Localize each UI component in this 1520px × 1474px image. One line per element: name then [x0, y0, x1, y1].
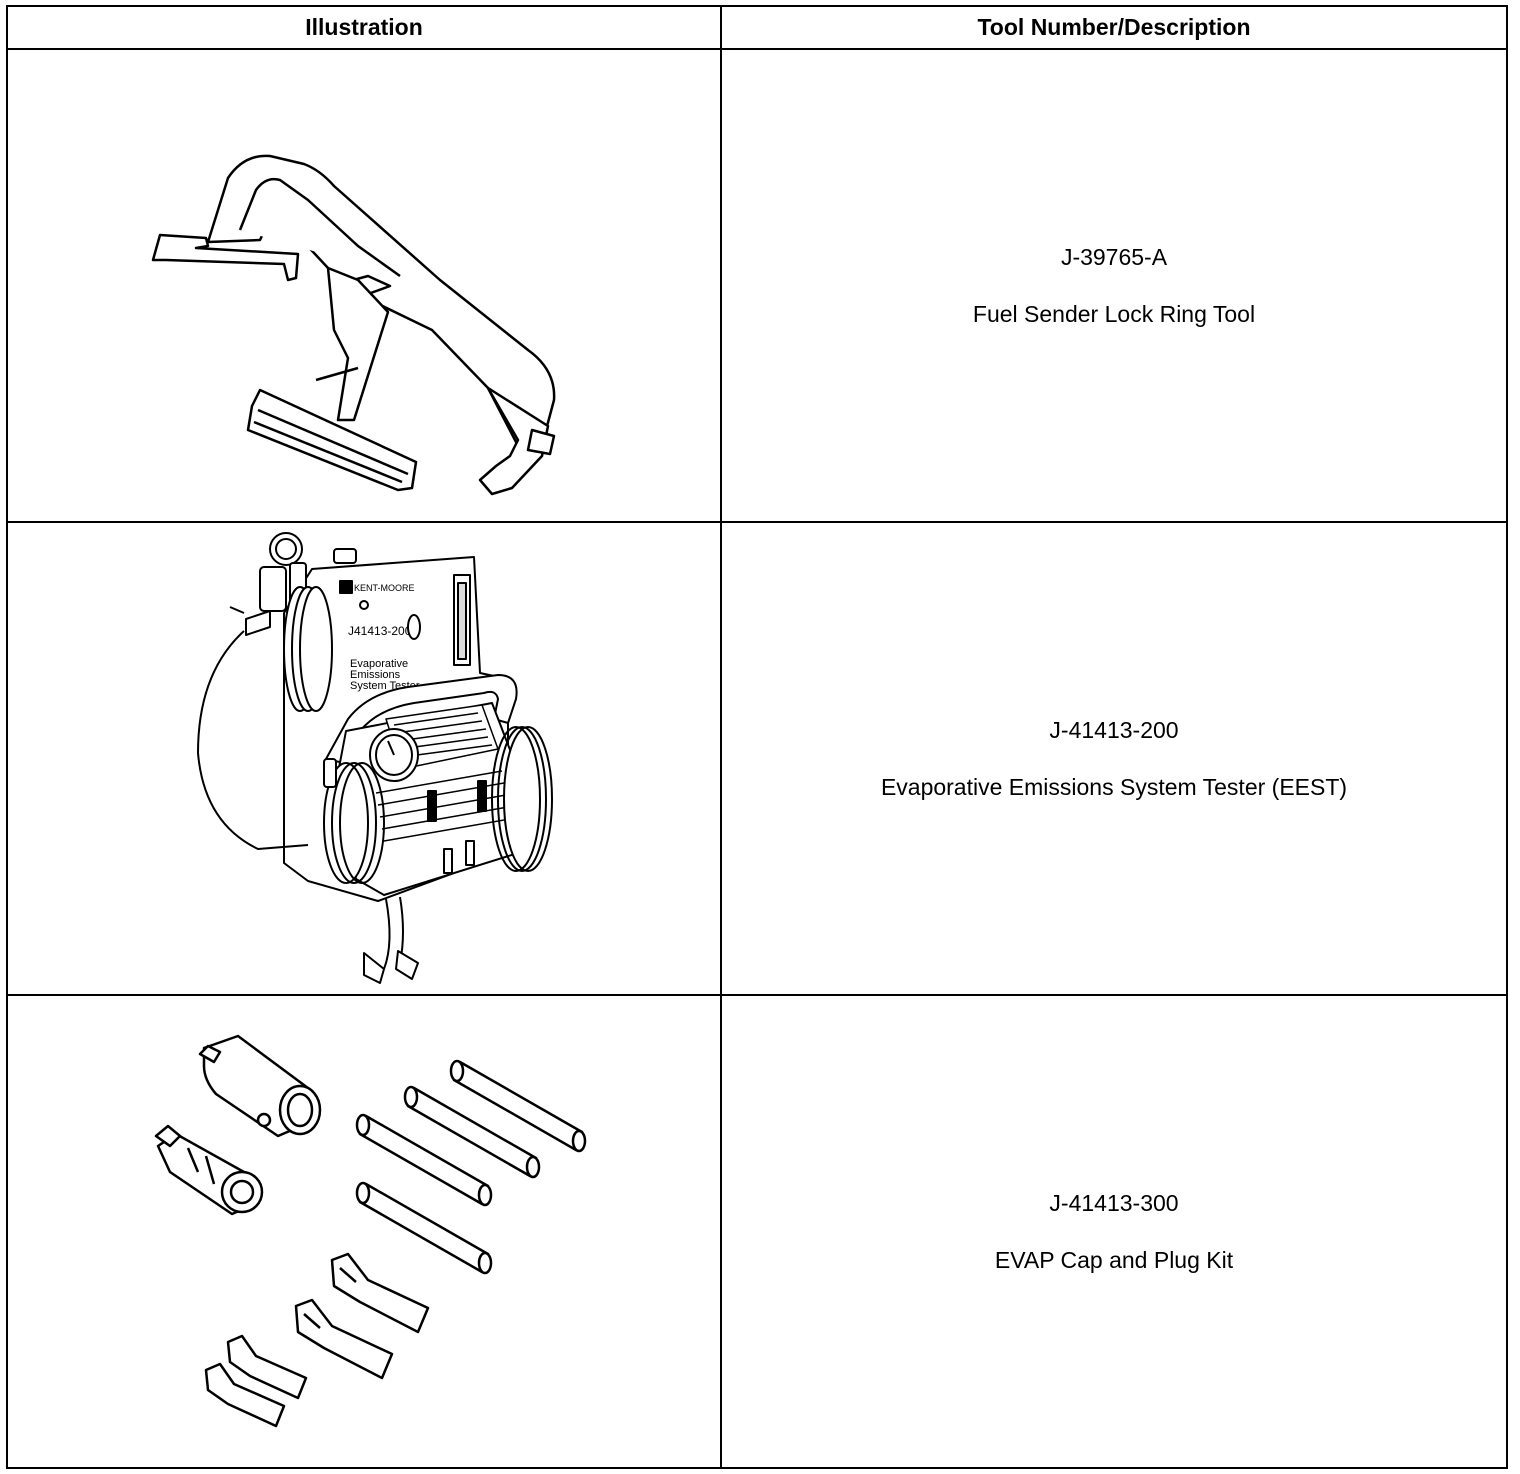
- description-cell: J-41413-200 Evaporative Emissions System…: [720, 521, 1508, 996]
- tool-table-sheet: Illustration Tool Number/Description: [6, 5, 1508, 1469]
- cap-plug-kit-icon: [8, 996, 722, 1467]
- tool-description: Fuel Sender Lock Ring Tool: [972, 300, 1256, 327]
- lock-ring-tool-icon: [8, 50, 722, 521]
- evap-tester-icon: KENT-MOORE J41413-200 Evaporative Emissi…: [8, 523, 722, 994]
- table-row: J-41413-300 EVAP Cap and Plug Kit: [6, 994, 1508, 1469]
- model-label: J41413-200: [348, 624, 412, 638]
- tool-column-header: Tool Number/Description: [720, 5, 1508, 50]
- special-tools-table: Illustration Tool Number/Description: [6, 5, 1508, 1469]
- tool-description: EVAP Cap and Plug Kit: [994, 1246, 1234, 1273]
- description-cell: J-39765-A Fuel Sender Lock Ring Tool: [720, 48, 1508, 523]
- table-row: KENT-MOORE J41413-200 Evaporative Emissi…: [6, 521, 1508, 996]
- description-cell: J-41413-300 EVAP Cap and Plug Kit: [720, 994, 1508, 1469]
- table-row: J-39765-A Fuel Sender Lock Ring Tool: [6, 48, 1508, 523]
- device-label-line2: Emissions: [350, 669, 401, 681]
- illustration-cell: [6, 48, 722, 523]
- illustration-cell: [6, 994, 722, 1469]
- illustration-cell: KENT-MOORE J41413-200 Evaporative Emissi…: [6, 521, 722, 996]
- tool-number: J-39765-A: [1060, 243, 1168, 270]
- tool-number: J-41413-300: [1049, 1189, 1179, 1216]
- tool-number: J-41413-200: [1049, 716, 1179, 743]
- device-label-line1: Evaporative: [350, 658, 408, 670]
- brand-label: KENT-MOORE: [354, 583, 415, 593]
- table-header-row: Illustration Tool Number/Description: [6, 5, 1508, 50]
- illustration-column-header: Illustration: [6, 5, 722, 50]
- tool-description: Evaporative Emissions System Tester (EES…: [880, 773, 1348, 800]
